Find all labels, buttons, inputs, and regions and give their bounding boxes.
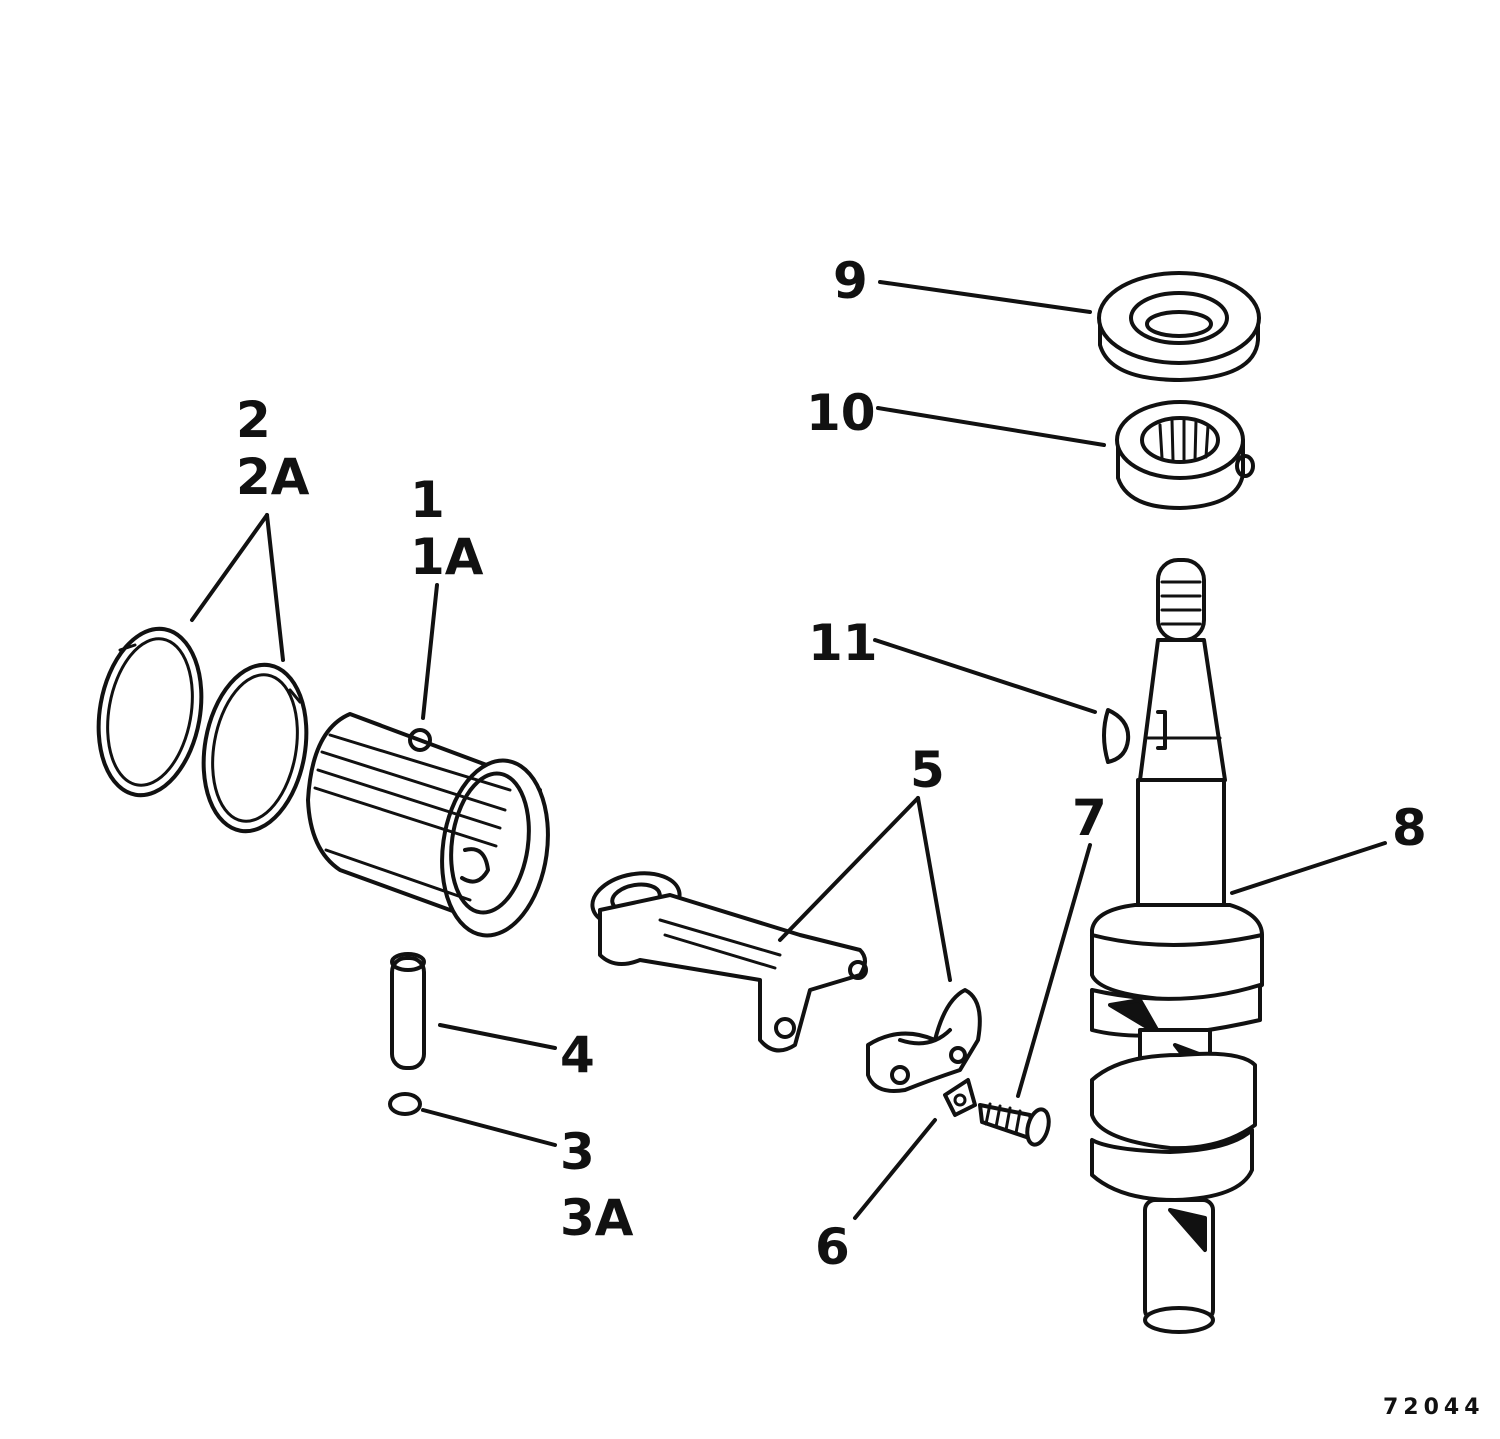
pin-retainer [388, 1092, 422, 1116]
callout-9: 9 [833, 252, 868, 310]
rod-screw [978, 1102, 1051, 1147]
leader-3 [421, 1108, 557, 1147]
callout-2: 2 [236, 391, 271, 449]
leader-1a [421, 583, 439, 720]
crankshaft-seal [1097, 271, 1261, 382]
callout-5: 5 [910, 741, 945, 799]
callout-6: 6 [815, 1218, 850, 1276]
leader-5-cap [916, 796, 952, 982]
callout-1: 1 [410, 471, 445, 529]
leader-lines [190, 280, 1387, 1220]
callout-2a: 2A [236, 448, 310, 506]
leader-8 [1230, 841, 1387, 895]
leader-9 [878, 280, 1092, 314]
leader-2a-ring1 [190, 513, 269, 622]
rod-cap [866, 988, 982, 1093]
callout-10: 10 [806, 384, 876, 442]
leader-6 [853, 1118, 937, 1220]
lock-plate [943, 1078, 977, 1117]
leader-4 [438, 1023, 557, 1050]
leader-11 [873, 638, 1097, 714]
callout-11: 11 [808, 614, 878, 672]
needle-bearing [1115, 400, 1255, 510]
crankshaft [1090, 558, 1264, 1334]
callout-7: 7 [1072, 789, 1107, 847]
figure-number: 72044 [1383, 1395, 1485, 1420]
callout-1a: 1A [410, 528, 484, 586]
wrist-pin [390, 952, 426, 1070]
callout-4: 4 [560, 1026, 595, 1084]
callout-3a: 3A [560, 1189, 634, 1247]
piston-ring-2 [96, 626, 204, 798]
leader-5-rod [778, 796, 920, 942]
piston [306, 712, 550, 938]
connecting-rod [590, 871, 868, 1053]
leader-2a-ring2 [265, 513, 285, 662]
leader-10 [876, 406, 1106, 447]
leader-7 [1016, 843, 1092, 1098]
callout-3: 3 [560, 1123, 595, 1181]
piston-ring-2a [201, 662, 309, 834]
callout-8: 8 [1392, 799, 1427, 857]
woodruff-key [1102, 708, 1131, 764]
